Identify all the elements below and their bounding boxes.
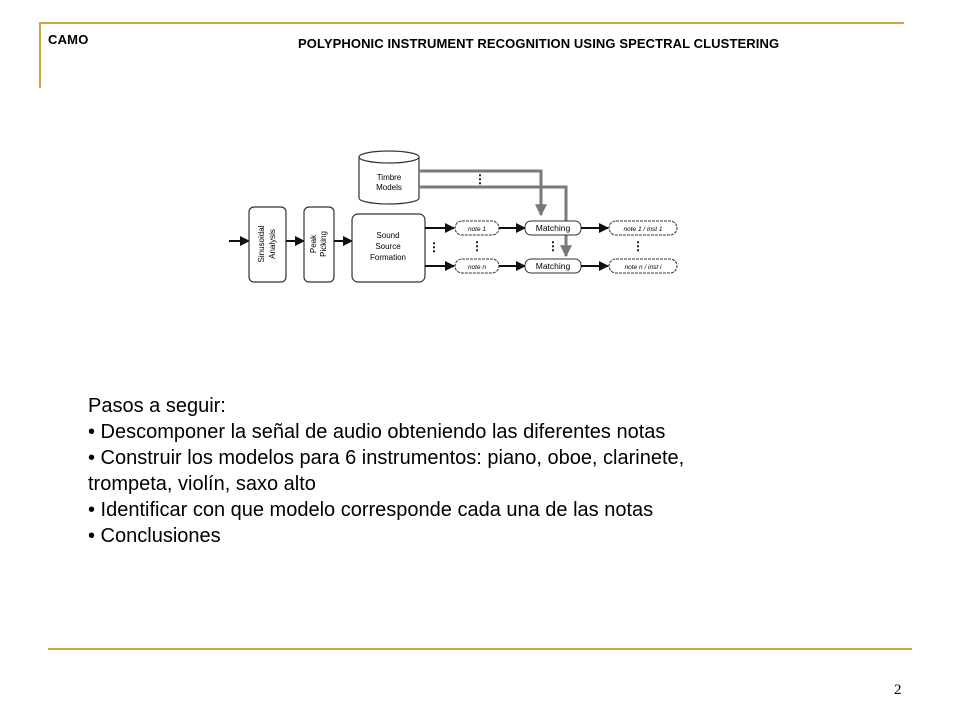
peak-label-1: Peak [309, 234, 318, 253]
timbre-ellipsis: ⋮ [474, 172, 486, 186]
step-item: • Identificar con que modelo corresponde… [88, 499, 654, 521]
footer-rule [48, 648, 912, 650]
matching-block-1: Matching [524, 220, 582, 236]
system-diagram: Timbre Models ⋮ Sinusoidal Analysis Peak… [229, 150, 678, 283]
source-label-1: Sound [376, 231, 399, 240]
sound-source-formation-block: Sound Source Formation [351, 213, 426, 283]
note-1-label: note 1 [468, 226, 486, 233]
sinusoidal-analysis-block: Sinusoidal Analysis [248, 206, 287, 283]
steps-intro: Pasos a seguir: [88, 395, 226, 417]
step-item-continuation: trompeta, violín, saxo alto [88, 473, 316, 495]
step-item: • Construir los modelos para 6 instrumen… [88, 447, 685, 469]
page-number: 2 [894, 682, 902, 698]
source-label-3: Formation [370, 253, 406, 262]
result-n-label: note n / inst i [625, 264, 662, 271]
note-n-bubble: note n [454, 258, 500, 274]
result-1-bubble: note 1 / inst 1 [608, 220, 678, 236]
timbre-connections [419, 169, 572, 258]
matching-block-2: Matching [524, 258, 582, 274]
header-brand: CAMO [48, 32, 89, 47]
sinusoidal-label-2: Analysis [268, 229, 277, 259]
note-n-label: note n [468, 264, 486, 271]
timbre-models-label-2: Models [376, 183, 402, 192]
header-title: POLYPHONIC INSTRUMENT RECOGNITION USING … [298, 36, 780, 51]
sinusoidal-label-1: Sinusoidal [257, 225, 266, 262]
result-n-bubble: note n / inst i [608, 258, 678, 274]
header-left-rule [39, 22, 41, 88]
steps-text: Pasos a seguir: • Descomponer la señal d… [88, 393, 868, 549]
step-item: • Conclusiones [88, 525, 221, 547]
matching-label-1: Matching [536, 223, 571, 233]
note-1-bubble: note 1 [454, 220, 500, 236]
timbre-models-label-1: Timbre [377, 173, 402, 182]
timbre-models-database: Timbre Models [358, 150, 420, 205]
notes-ellipsis: ⋮ [471, 239, 483, 253]
peak-label-2: Picking [319, 231, 328, 257]
results-ellipsis: ⋮ [632, 239, 644, 253]
matching-ellipsis: ⋮ [547, 239, 559, 253]
source-ellipsis: ⋮ [428, 240, 440, 254]
header-top-rule [40, 22, 904, 24]
source-label-2: Source [375, 242, 401, 251]
step-item: • Descomponer la señal de audio obtenien… [88, 421, 666, 443]
peak-picking-block: Peak Picking [303, 206, 335, 283]
result-1-label: note 1 / inst 1 [623, 226, 662, 233]
matching-label-2: Matching [536, 261, 571, 271]
